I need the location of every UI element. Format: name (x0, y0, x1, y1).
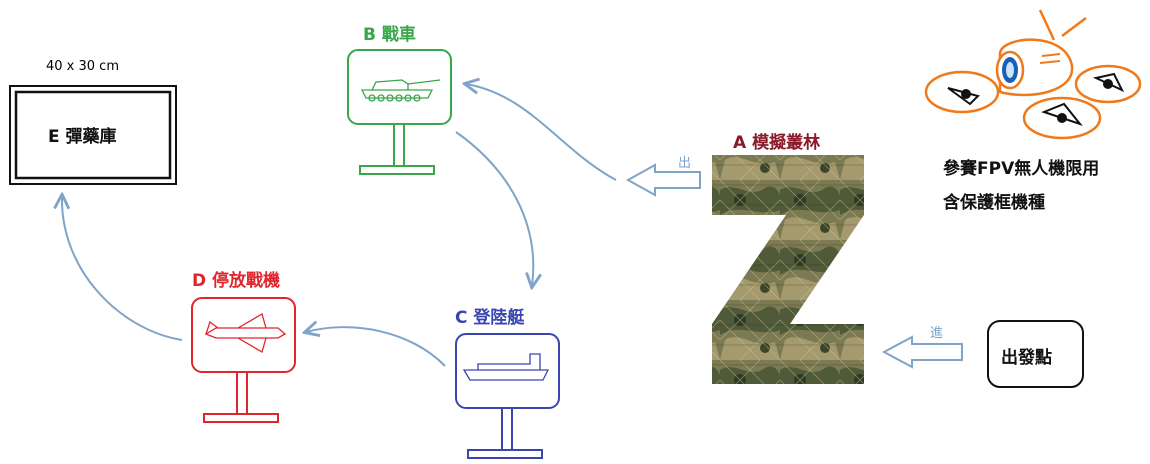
station-b-label: B 戰車 (363, 25, 416, 45)
boat-icon (462, 353, 550, 381)
drone-note-line1: 參賽FPV無人機限用 (943, 159, 1100, 179)
route-arrow-d-to-e (62, 196, 183, 341)
box-size-label: 40 x 30 cm (46, 59, 119, 74)
drone-note-line2: 含保護框機種 (943, 193, 1045, 213)
station-b-stand (347, 49, 452, 175)
station-c-stand (455, 333, 560, 459)
enter-label: 進 (930, 326, 944, 341)
fpv-drone-icon (924, 9, 1142, 140)
route-arrow-b-to-c (455, 131, 533, 286)
forest-z-shape (712, 155, 864, 384)
station-c-label: C 登陸艇 (455, 308, 525, 328)
start-box (987, 320, 1084, 388)
route-arrow-c-to-d (306, 327, 446, 367)
tank-icon (360, 79, 441, 102)
ammo-depot-box (9, 85, 177, 185)
route-arrow-a-to-b (466, 84, 617, 181)
forest-a-label: A 模擬叢林 (733, 133, 821, 153)
station-d-stand (191, 297, 296, 423)
jet-icon (204, 313, 287, 353)
start-label: 出發點 (1001, 348, 1052, 368)
station-d-label: D 停放戰機 (192, 271, 281, 291)
exit-hollow-arrow (625, 163, 701, 197)
exit-label: 出 (678, 156, 692, 171)
enter-hollow-arrow (881, 335, 963, 369)
ammo-depot-label: E 彈藥庫 (48, 127, 117, 147)
